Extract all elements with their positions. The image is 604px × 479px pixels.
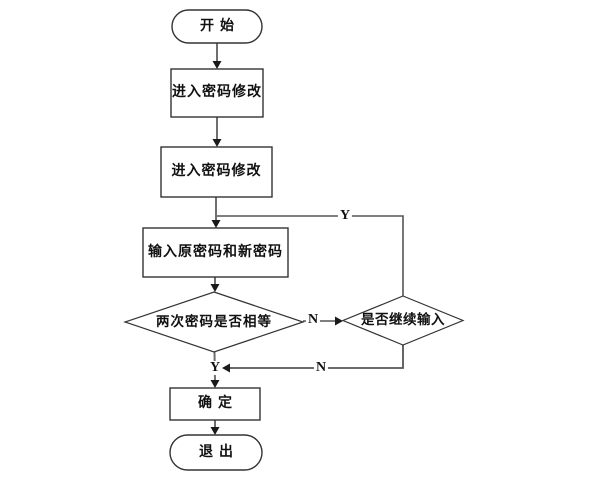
node-label-decision2: 是否继续输入 <box>361 312 445 328</box>
decision2-shape <box>341 295 465 346</box>
arrowhead-decision2-no-merge <box>222 363 230 373</box>
arrowhead-into-step3 <box>211 220 221 228</box>
arrowhead-into-decision1 <box>210 284 220 292</box>
connector-decision2-no-loop <box>230 345 404 369</box>
terminator-start-shape <box>171 9 263 44</box>
terminator-end-shape <box>169 434 263 471</box>
decision1-shape <box>123 291 305 353</box>
connector-decision2-yes-loop <box>216 215 404 296</box>
arrowhead-into-step2 <box>212 139 222 147</box>
edge-label-decision1-yes: Y <box>207 360 223 375</box>
node-label-end: 退出 <box>199 444 239 460</box>
node-label-decision1: 两次密码是否相等 <box>156 313 272 329</box>
node-label-step2: 进入密码修改 <box>171 164 262 180</box>
arrowhead-into-confirm <box>210 380 220 388</box>
process-step3-shape <box>142 227 289 278</box>
edge-label-decision2-no: N <box>313 360 329 375</box>
node-label-start: 开始 <box>200 18 240 34</box>
process-step1-shape <box>170 68 264 118</box>
process-confirm-shape <box>169 387 261 421</box>
node-label-confirm: 确定 <box>198 396 238 412</box>
node-label-step3: 输入原密码和新密码 <box>148 244 283 260</box>
node-label-step1: 进入密码修改 <box>172 85 262 101</box>
process-step2-shape <box>160 146 273 198</box>
edge-label-decision2-yes: Y <box>337 208 353 223</box>
arrowhead-into-decision2 <box>335 316 343 326</box>
arrowhead-into-end <box>210 427 220 435</box>
arrowhead-into-step1 <box>212 61 222 69</box>
edge-label-decision1-no: N <box>305 312 321 327</box>
